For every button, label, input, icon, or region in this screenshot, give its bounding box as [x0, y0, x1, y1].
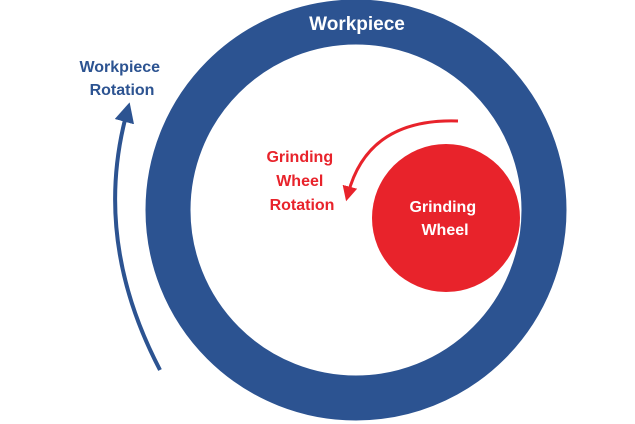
grinding-wheel-rotation-arrow — [342, 119, 459, 202]
grinding-wheel — [372, 144, 520, 292]
grinding-wheel-line1: Grinding — [409, 199, 476, 216]
grinding-wheel-rotation-line3: Rotation — [270, 197, 335, 214]
workpiece-ring — [145, 0, 567, 421]
workpiece-rotation-arrow — [113, 102, 162, 371]
grinding-wheel-rotation-label: Grinding Wheel Rotation — [266, 149, 337, 214]
workpiece-label: Workpiece — [309, 14, 405, 35]
workpiece-rotation-line1: Workpiece — [79, 59, 160, 76]
grinding-wheel-rotation-line1: Grinding — [266, 149, 333, 166]
grinding-wheel-label: Grinding Wheel — [409, 199, 480, 239]
grinding-wheel-line2: Wheel — [421, 222, 468, 239]
workpiece-rotation-label: Workpiece Rotation — [79, 59, 164, 99]
grinding-wheel-rotation-line2: Wheel — [276, 173, 323, 190]
workpiece-rotation-line2: Rotation — [90, 82, 155, 99]
